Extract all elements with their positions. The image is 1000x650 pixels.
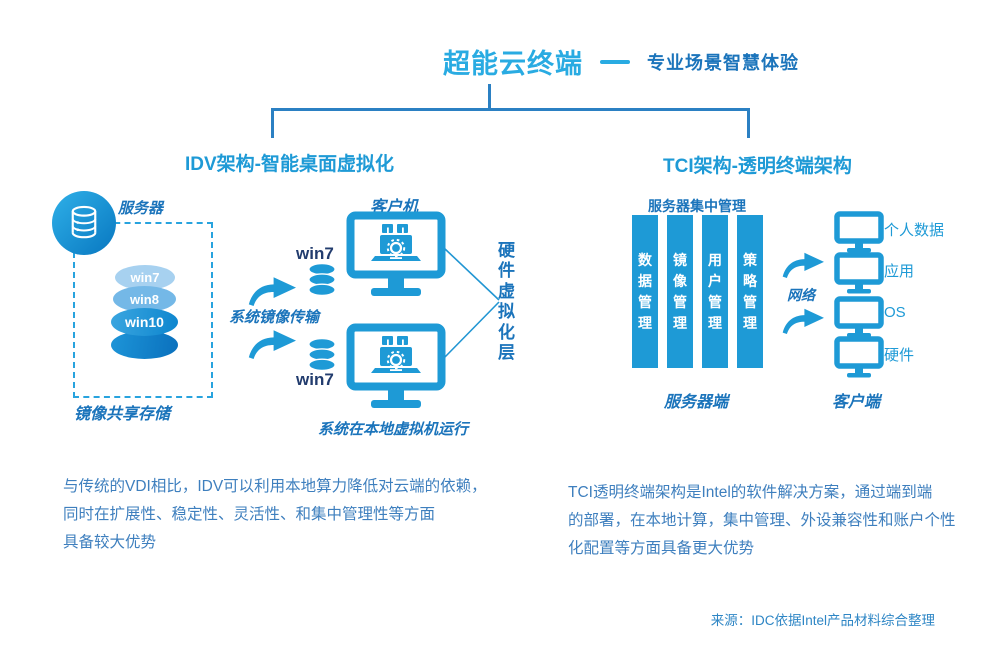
network-label: 网络: [787, 287, 815, 303]
monitor-icon: [346, 211, 446, 297]
server-label: 服务器: [118, 200, 164, 217]
idv-description: 与传统的VDI相比，IDV可以利用本地算力降低对云端的依赖， 同时在扩展性、稳定…: [63, 473, 487, 557]
image-store-label: 镜像共享存储: [74, 406, 171, 423]
mgmt-bar-label: 数据管理: [638, 251, 652, 331]
source-note: 来源：IDC依据Intel产品材料综合整理: [710, 613, 935, 628]
tci-description-line: TCI透明终端架构是Intel的软件解决方案，通过端到端: [568, 484, 933, 501]
client-side-label: 客户端: [832, 394, 881, 411]
page-subtitle: 专业场景智慧体验: [647, 52, 799, 73]
server-circle: [52, 191, 116, 255]
idv-description-line: 具备较大优势: [63, 534, 157, 551]
client-layer-os: OS: [884, 304, 906, 321]
curved-arrow-icon: [780, 306, 826, 334]
client-layer-app: 应用: [884, 263, 915, 280]
os-ellipse-label: win8: [130, 291, 159, 307]
small-monitor-icon: [834, 252, 884, 295]
title-row: 超能云终端 专业场景智慧体验: [443, 42, 799, 81]
central-mgmt-label: 服务器集中管理: [648, 198, 746, 214]
hardware-layer-label: 硬件虚拟化层: [498, 241, 515, 362]
bracket-right-drop: [747, 108, 750, 138]
bracket-left-drop: [271, 108, 274, 138]
converge-lines: [441, 240, 503, 365]
bracket-horizontal: [271, 108, 750, 111]
small-monitor-icon: [834, 211, 884, 254]
mgmt-bar-user: 用户管理: [702, 215, 728, 368]
shared-storage-box: [73, 222, 213, 398]
disk-stack-icon: [307, 338, 337, 372]
server-database-icon: [66, 203, 102, 243]
disk-bottom-label: win7: [296, 370, 334, 389]
curved-arrow-icon: [780, 250, 826, 278]
title-dash: [600, 59, 630, 64]
os-ellipse-label: win7: [130, 270, 160, 285]
idv-description-line: 与传统的VDI相比，IDV可以利用本地算力降低对云端的依赖，: [63, 478, 487, 495]
curved-arrow-icon: [242, 274, 302, 306]
tci-heading: TCI架构-透明终端架构: [663, 156, 852, 177]
small-monitor-icon: [834, 336, 884, 379]
mgmt-bar-label: 策略管理: [743, 251, 757, 331]
curved-arrow-icon: [242, 327, 302, 359]
os-ellipse-label: win10: [125, 314, 164, 330]
client-layer-personal-data: 个人数据: [884, 222, 945, 239]
idv-heading: IDV架构-智能桌面虚拟化: [185, 154, 395, 175]
disk-stack-icon: [307, 263, 337, 297]
mgmt-bar-policy: 策略管理: [737, 215, 763, 368]
os-ellipse-win7: win7: [115, 265, 175, 290]
client-layer-hardware: 硬件: [884, 347, 915, 364]
mgmt-bar-image: 镜像管理: [667, 215, 693, 368]
monitor-icon: [346, 323, 446, 409]
idv-description-line: 同时在扩展性、稳定性、灵活性、和集中管理性等方面: [63, 506, 436, 523]
tci-description: TCI透明终端架构是Intel的软件解决方案，通过端到端 的部署，在本地计算，集…: [568, 479, 956, 563]
tci-description-line: 的部署，在本地计算，集中管理、外设兼容性和账户个性: [568, 512, 956, 529]
local-vm-label: 系统在本地虚拟机运行: [318, 421, 469, 438]
mgmt-bar-data: 数据管理: [632, 215, 658, 368]
os-ellipse-win10: win10: [111, 308, 178, 336]
os-ellipse-win8: win8: [113, 286, 176, 312]
mgmt-bar-label: 镜像管理: [673, 251, 687, 331]
page-title: 超能云终端: [443, 49, 583, 79]
mgmt-bar-label: 用户管理: [708, 251, 722, 331]
small-monitor-icon: [834, 296, 884, 339]
bracket-stem: [488, 84, 491, 110]
disk-top-label: win7: [296, 244, 334, 263]
server-side-label: 服务器端: [664, 394, 729, 411]
transfer-label: 系统镜像传输: [229, 309, 320, 326]
tci-description-line: 化配置等方面具备更大优势: [568, 540, 755, 557]
